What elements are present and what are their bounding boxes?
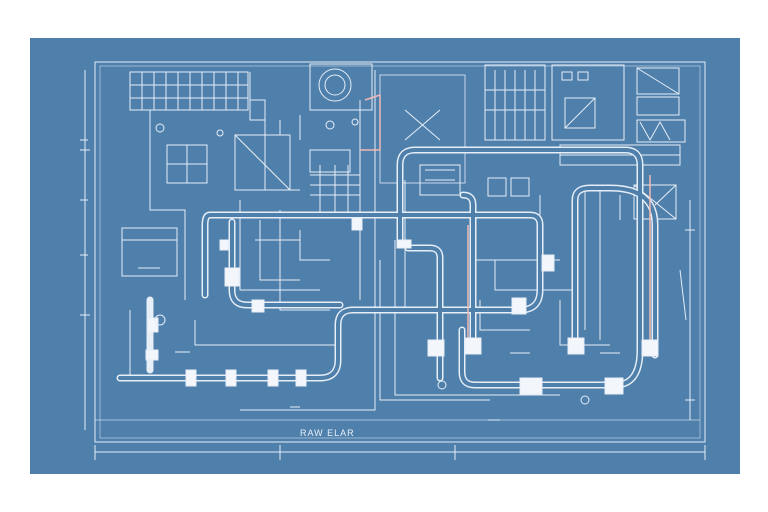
tank-icon [121,227,178,277]
boiler-icon [309,63,373,111]
valve-icon [145,217,659,395]
pump-icon [154,314,590,405]
drawing-frame [94,61,706,443]
drawing-title: RAW ELAR [300,428,355,438]
blueprint-board [30,38,740,474]
solar-panel-icon [129,71,249,111]
